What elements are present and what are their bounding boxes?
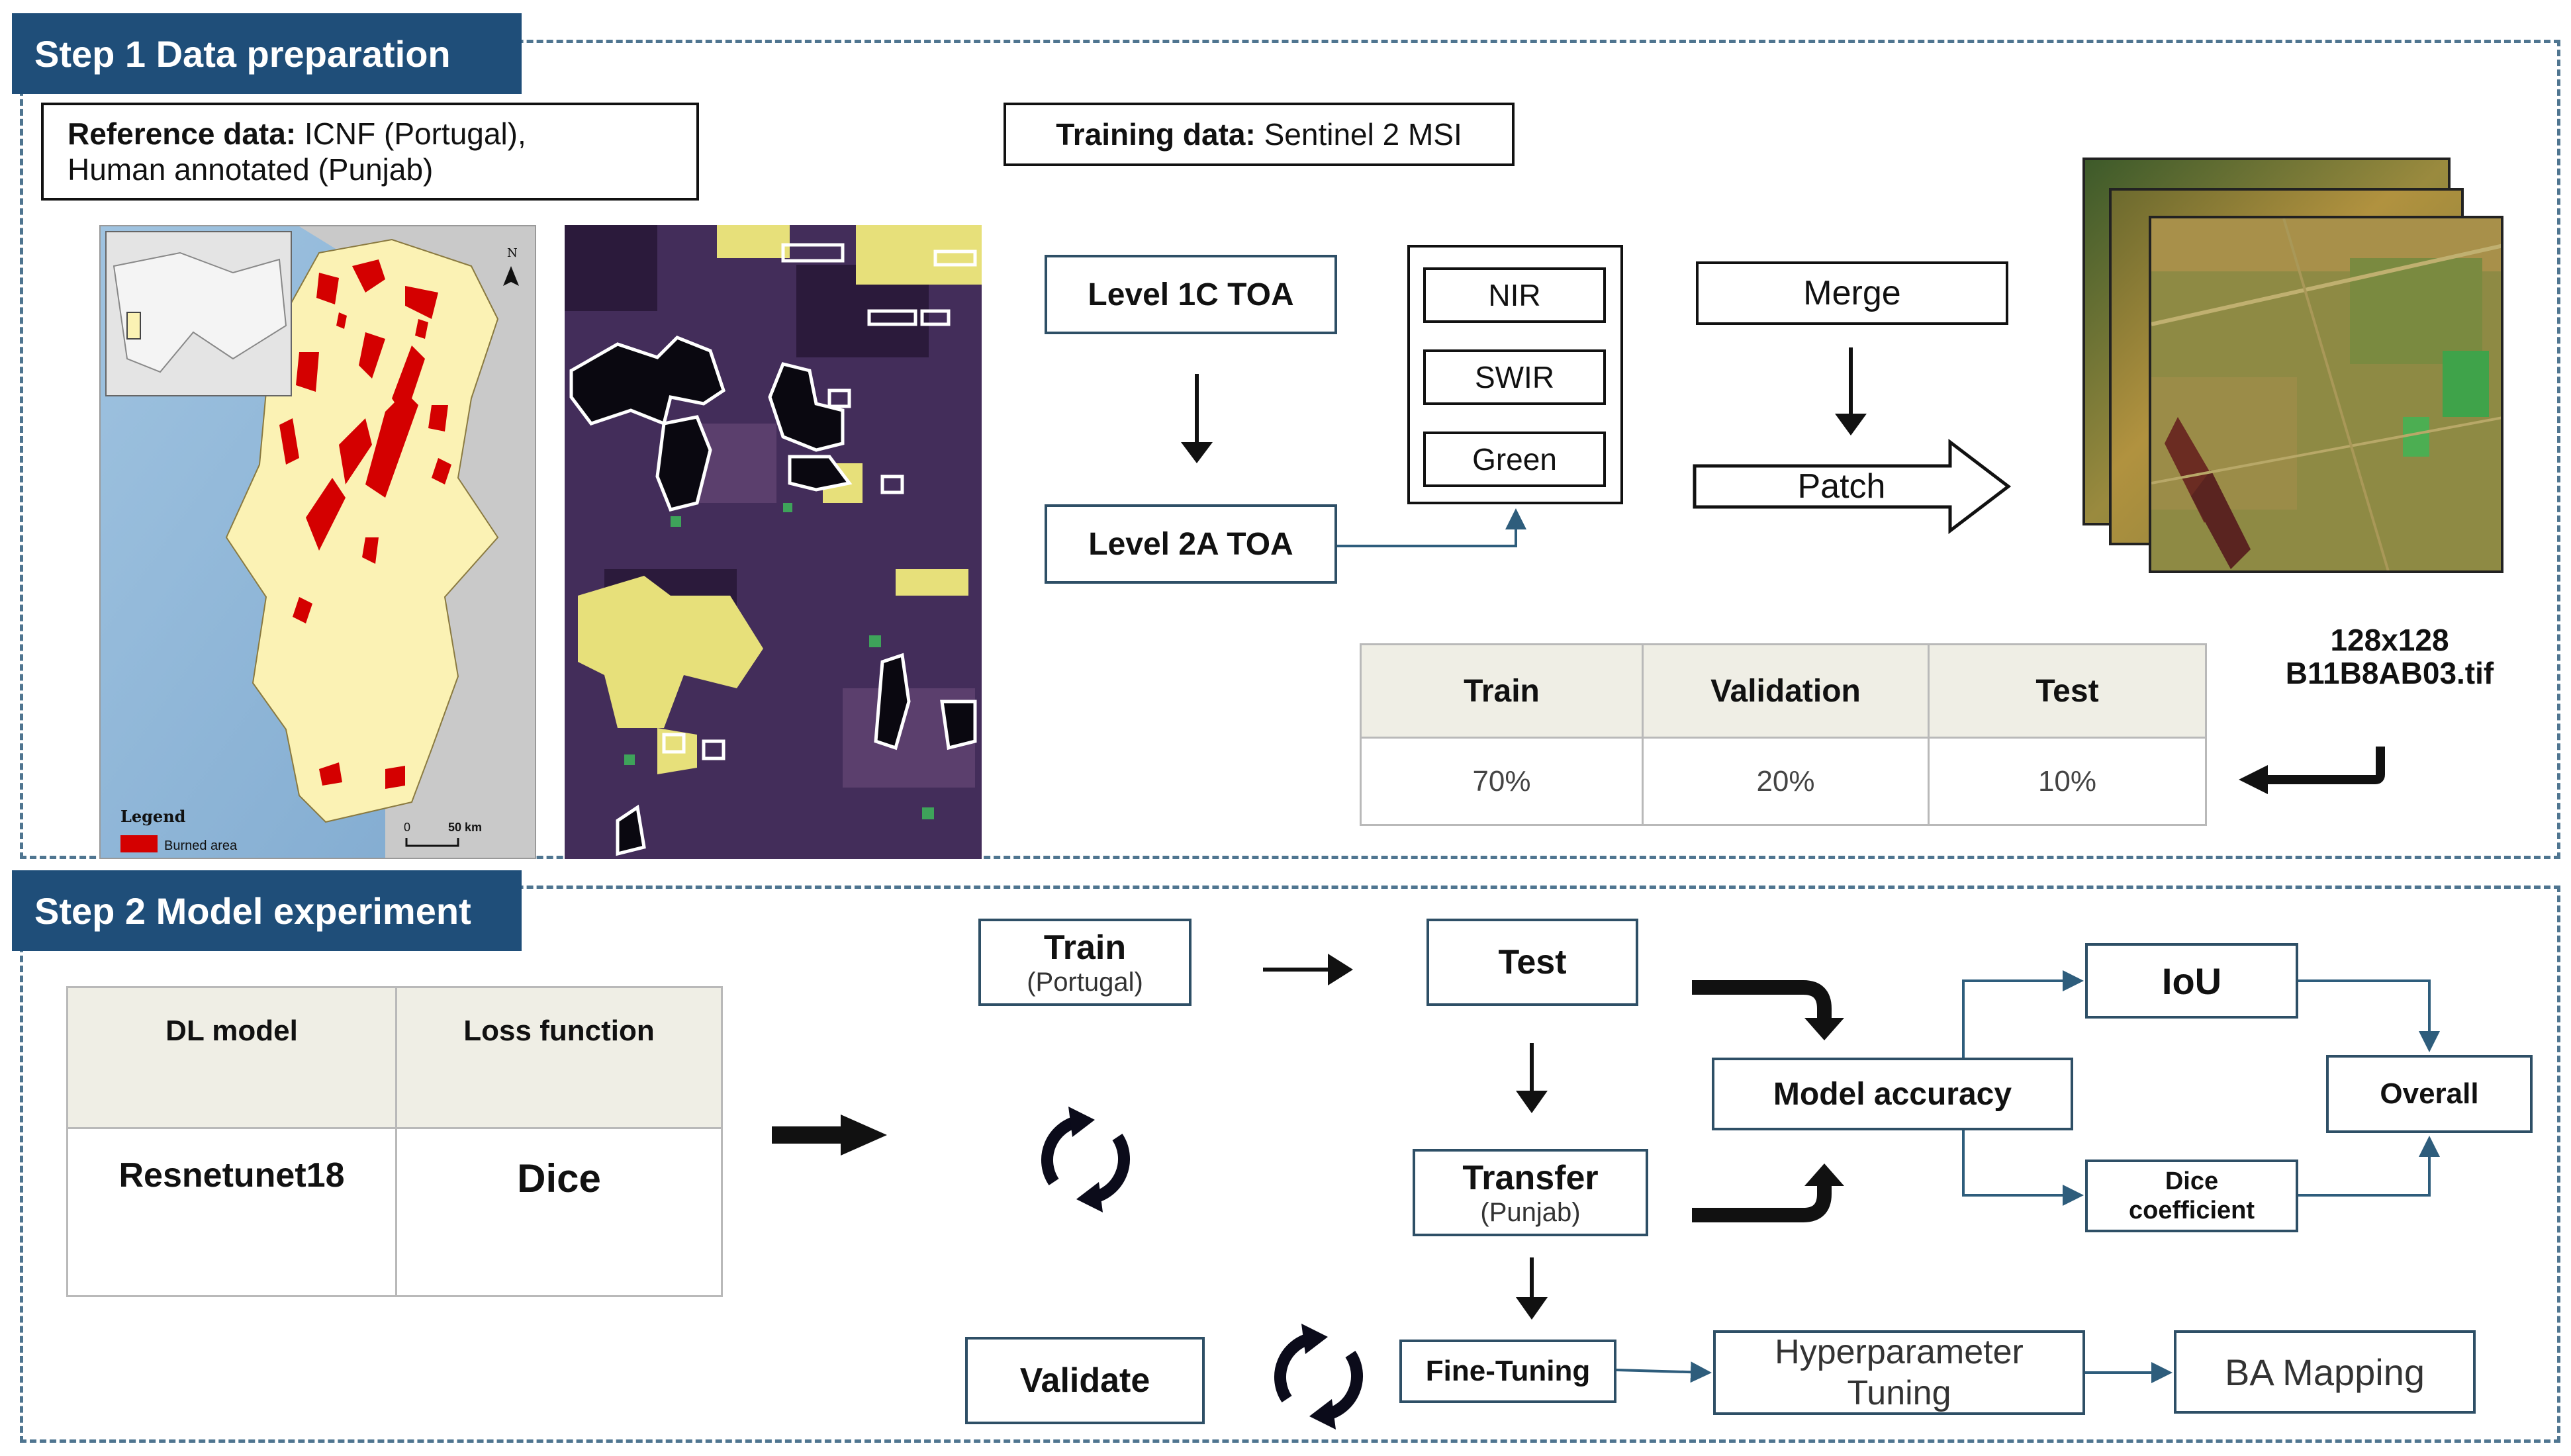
model-table: DL model Loss function Resnetunet18 Dice	[66, 986, 723, 1297]
model-value-dice: Dice	[395, 1127, 721, 1295]
hyperparameter-line1: Hyperparameter	[1775, 1333, 2024, 1371]
transfer-sublabel: (Punjab)	[1480, 1197, 1581, 1227]
level1c-toa-box: Level 1C TOA	[1045, 255, 1337, 334]
patch-label: Patch	[1797, 467, 1886, 506]
training-data-value: Sentinel 2 MSI	[1255, 117, 1462, 152]
legend-swatch-burned	[120, 835, 158, 852]
fine-tuning-box: Fine-Tuning	[1399, 1340, 1616, 1403]
north-arrow-icon	[503, 266, 519, 286]
model-accuracy-box: Model accuracy	[1712, 1058, 2073, 1130]
patch-arrow-shape	[1693, 438, 2012, 535]
map-scale-zero: 0	[404, 821, 410, 834]
satellite-image-graphic	[565, 225, 982, 859]
validate-box: Validate	[965, 1337, 1205, 1424]
burned-area-patches	[279, 259, 451, 789]
transfer-label: Transfer	[1462, 1158, 1599, 1197]
map-legend-title: Legend	[120, 807, 186, 826]
map-legend-item: Burned area	[164, 839, 238, 853]
train-box: Train (Portugal)	[978, 919, 1192, 1006]
training-data-box: Training data: Sentinel 2 MSI	[1004, 103, 1515, 166]
train-sublabel: (Portugal)	[1027, 967, 1143, 997]
patch-file-label: B11B8AB03.tif	[2285, 656, 2494, 690]
reference-data-line2: Human annotated (Punjab)	[68, 152, 434, 187]
patch-stack-front	[2149, 216, 2503, 573]
model-value-resnetunet18: Resnetunet18	[68, 1127, 395, 1295]
reference-data-label: Reference data:	[68, 116, 297, 151]
satellite-burned-area-image	[565, 225, 982, 859]
north-label: N	[507, 246, 518, 260]
test-box: Test	[1426, 919, 1638, 1006]
reference-data-line1: ICNF (Portugal),	[296, 116, 526, 151]
split-header-train: Train	[1362, 645, 1642, 737]
hyperparameter-line2: Tuning	[1847, 1374, 1951, 1412]
portugal-landmass	[225, 238, 499, 823]
split-value-test: 10%	[1928, 737, 2205, 824]
merge-box: Merge	[1696, 261, 2008, 325]
portugal-burned-area-map: N Legend Burned area 0 50 km	[99, 225, 536, 859]
split-table: Train Validation Test 70% 20% 10%	[1360, 643, 2207, 826]
step1-title: Step 1 Data preparation	[12, 13, 522, 94]
map-scale-label: 50 km	[448, 821, 482, 834]
split-header-validation: Validation	[1642, 645, 1928, 737]
ba-mapping-box: BA Mapping	[2174, 1330, 2476, 1414]
model-header-dl-model: DL model	[68, 988, 395, 1127]
step2-panel	[20, 886, 2560, 1443]
training-data-label: Training data:	[1056, 117, 1256, 152]
band-green: Green	[1423, 432, 1606, 487]
dice-line2: coefficient	[2128, 1197, 2255, 1224]
reference-data-box: Reference data: ICNF (Portugal), Human a…	[41, 103, 699, 201]
patch-size-label: 128x128	[2330, 623, 2449, 657]
transfer-box: Transfer (Punjab)	[1413, 1149, 1648, 1236]
portugal-map-graphic: N Legend Burned area 0 50 km	[101, 226, 535, 858]
hyperparameter-tuning-box: Hyperparameter Tuning	[1713, 1330, 2085, 1415]
train-label: Train	[1043, 928, 1127, 967]
band-nir: NIR	[1423, 267, 1606, 323]
dice-coefficient-box: Dice coefficient	[2085, 1160, 2298, 1232]
level2a-toa-box: Level 2A TOA	[1045, 504, 1337, 584]
step1-panel	[20, 40, 2560, 859]
iou-box: IoU	[2085, 943, 2298, 1019]
split-value-validation: 20%	[1642, 737, 1928, 824]
dice-line1: Dice	[2165, 1167, 2219, 1195]
model-header-loss-function: Loss function	[395, 988, 721, 1127]
band-swir: SWIR	[1423, 349, 1606, 405]
overall-box: Overall	[2326, 1055, 2533, 1133]
step2-title: Step 2 Model experiment	[12, 870, 522, 951]
split-value-train: 70%	[1362, 737, 1642, 824]
split-header-test: Test	[1928, 645, 2205, 737]
